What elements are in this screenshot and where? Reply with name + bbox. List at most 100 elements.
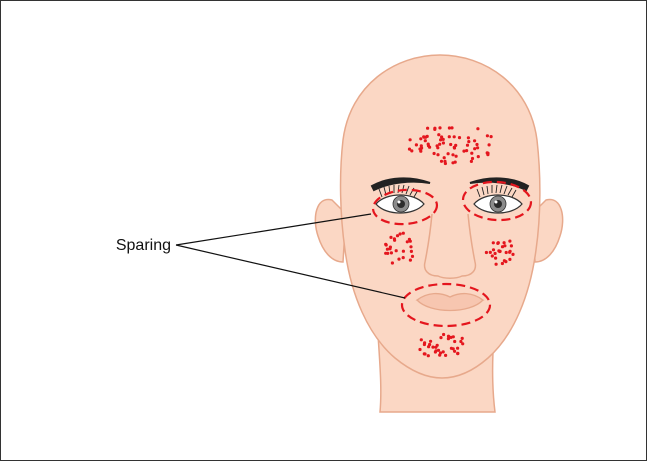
left-eye-icon <box>376 195 424 213</box>
lesion-dot <box>488 143 491 146</box>
right-eye-icon <box>474 195 522 213</box>
lesion-dot <box>449 336 452 339</box>
lesion-dot <box>456 352 459 355</box>
lesion-dot <box>384 252 387 255</box>
lesion-dot <box>389 236 392 239</box>
lesion-dot <box>422 135 425 138</box>
lesion-dot <box>406 240 409 243</box>
lesion-dot <box>453 135 456 138</box>
lesion-dot <box>489 251 492 254</box>
lesion-dot <box>438 143 441 146</box>
lesion-dot <box>439 336 442 339</box>
lesion-dot <box>440 160 443 163</box>
lesion-dot <box>491 254 494 257</box>
lesion-dot <box>511 253 514 256</box>
lesion-dot <box>409 259 412 262</box>
lesion-dot <box>391 261 394 264</box>
lesion-dot <box>402 256 405 259</box>
lesion-dot <box>456 347 459 350</box>
lesion-dot <box>437 133 440 136</box>
lesion-dot <box>503 241 506 244</box>
lesion-dot <box>408 148 411 151</box>
lesion-dot <box>433 127 436 130</box>
lesion-dot <box>427 144 430 147</box>
lesion-dot <box>449 143 452 146</box>
lesion-dot <box>470 152 473 155</box>
lesion-dot <box>429 340 432 343</box>
lesion-dot <box>436 146 439 149</box>
lesion-dot <box>409 245 412 248</box>
lesion-dot <box>439 138 442 141</box>
lesion-dot <box>395 249 398 252</box>
lesion-dot <box>444 162 447 165</box>
lesion-dot <box>423 343 426 346</box>
lesion-dot <box>467 140 470 143</box>
lesion-dot <box>495 263 498 266</box>
lesion-dot <box>424 139 427 142</box>
lesion-dot <box>508 240 511 243</box>
lesion-dot <box>408 238 411 241</box>
lesion-dot <box>384 243 387 246</box>
lesion-dot <box>492 248 495 251</box>
lesion-dot <box>436 153 439 156</box>
lesion-dot <box>497 249 500 252</box>
lesion-dot <box>494 257 497 260</box>
lesion-dot <box>485 251 488 254</box>
lesion-dot <box>450 347 453 350</box>
lesion-dot <box>436 344 439 347</box>
lesion-dot <box>501 262 504 265</box>
lesion-dot <box>486 134 489 137</box>
lesion-dot <box>427 354 430 357</box>
lesion-dot <box>442 350 445 353</box>
lesion-dot <box>455 155 458 158</box>
lesion-dot <box>448 126 451 129</box>
lesion-dot <box>388 247 391 250</box>
lesion-dot <box>467 136 470 139</box>
lesion-dot <box>461 337 464 340</box>
lesion-dot <box>418 348 421 351</box>
lesion-dot <box>447 152 450 155</box>
lesion-dot <box>427 345 430 348</box>
sparing-label: Sparing <box>116 237 171 254</box>
lesion-dot <box>448 135 451 138</box>
lesion-dot <box>454 161 457 164</box>
lesion-dot <box>402 250 405 253</box>
lesion-dot <box>510 244 513 247</box>
lesion-dot <box>486 153 489 156</box>
lesion-dot <box>440 135 443 138</box>
lesion-dot <box>497 241 500 244</box>
head <box>341 55 540 378</box>
lesion-dot <box>473 147 476 150</box>
lesion-dot <box>476 146 479 149</box>
lesion-dot <box>505 251 508 254</box>
lesion-dot <box>462 150 465 153</box>
lesion-dot <box>454 144 457 147</box>
lesion-dot <box>426 135 429 138</box>
lesion-dot <box>501 245 504 248</box>
lesion-dot <box>411 255 414 258</box>
lesion-dot <box>415 143 418 146</box>
lesion-dot <box>508 258 511 261</box>
lesion-dot <box>492 241 495 244</box>
lesion-dot <box>476 127 479 130</box>
face-illustration <box>315 55 562 412</box>
lesion-dot <box>423 352 426 355</box>
lesion-dot <box>393 239 396 242</box>
lesion-dot <box>466 144 469 147</box>
lesion-dot <box>490 135 493 138</box>
lesion-dot <box>477 155 480 158</box>
lesion-dot <box>473 139 476 142</box>
lesion-dot <box>438 354 441 357</box>
lesion-dot <box>390 251 393 254</box>
lesion-dot <box>461 342 464 345</box>
lesion-dot <box>471 157 474 160</box>
lesion-dot <box>426 127 429 130</box>
lesion-dot <box>442 141 445 144</box>
lesion-dot <box>504 260 507 263</box>
lesion-dot <box>434 350 437 353</box>
lesion-dot <box>470 160 473 163</box>
lesion-dot <box>475 143 478 146</box>
lesion-dot <box>453 350 456 353</box>
lesion-dot <box>397 258 400 261</box>
